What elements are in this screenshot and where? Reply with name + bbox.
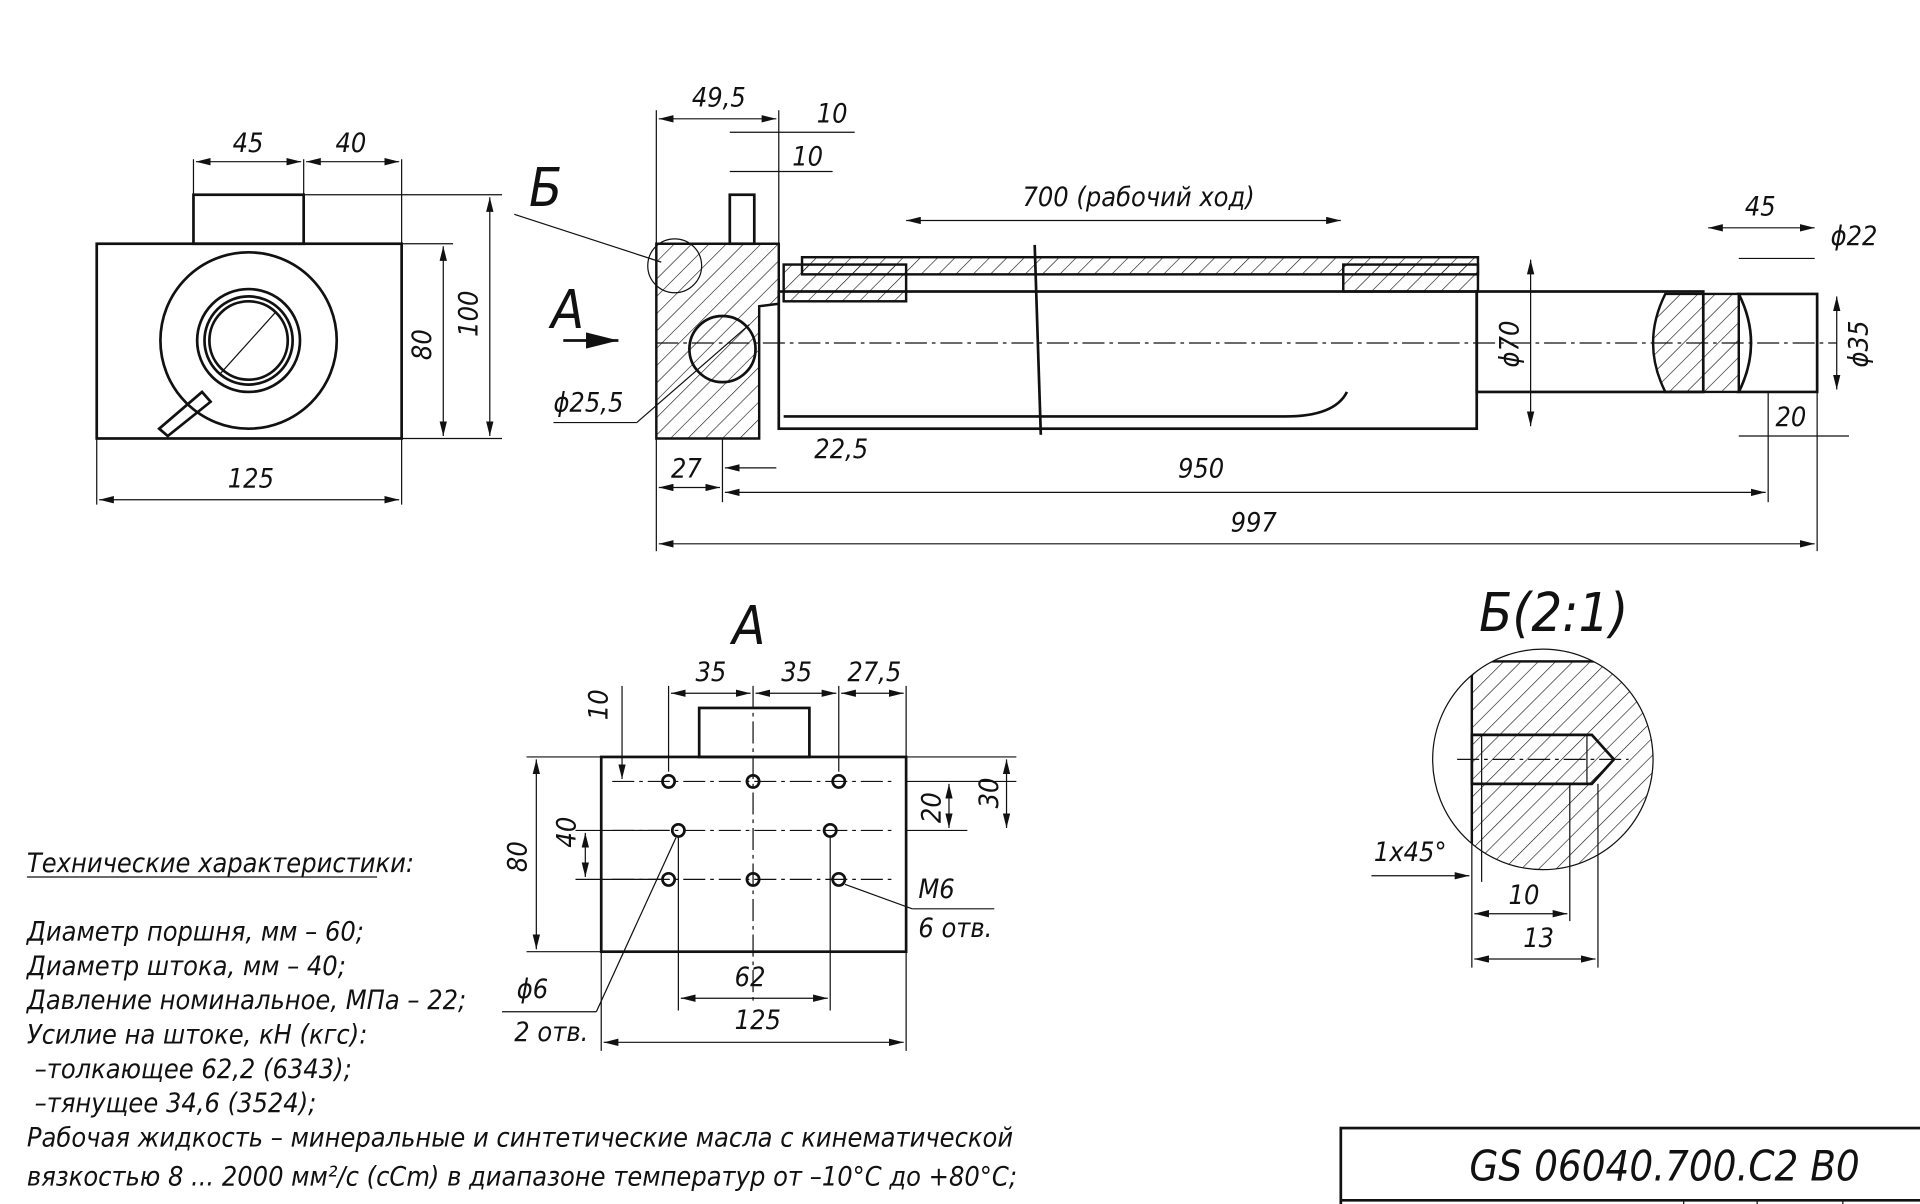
dim-10-detail: 10 bbox=[1509, 880, 1540, 911]
spec-line: –толкающее 62,2 (6343); bbox=[27, 1054, 352, 1085]
dim-997: 997 bbox=[1231, 508, 1278, 539]
title-block: GS 06040.700.C2 B0 bbox=[1339, 1126, 1920, 1204]
section-label-b: Б bbox=[529, 156, 562, 219]
dim-45-rod: 45 bbox=[1745, 192, 1776, 223]
dim-125-view-a: 125 bbox=[735, 1005, 781, 1036]
dim-125: 125 bbox=[228, 463, 274, 494]
dim-27: 27 bbox=[671, 454, 702, 485]
label-phi6-count: 2 отв. bbox=[514, 1017, 588, 1048]
dim-10-a: 10 bbox=[817, 98, 848, 129]
spec-line: Усилие на штоке, кН (кгс): bbox=[27, 1020, 367, 1051]
dim-62: 62 bbox=[735, 962, 766, 993]
dim-stroke: 700 (рабочий ход) bbox=[1022, 182, 1254, 213]
spec-line: Давление номинальное, МПа – 22; bbox=[26, 985, 466, 1016]
detail-b: Б(2:1) 1x45° 10 13 bbox=[1371, 581, 1654, 968]
technical-specs: Технические характеристики: Диаметр порш… bbox=[26, 848, 1017, 1193]
spec-line: Диаметр штока, мм – 40; bbox=[26, 951, 346, 982]
dim-10-b: 10 bbox=[792, 141, 823, 172]
label-m6-count: 6 отв. bbox=[918, 913, 992, 944]
m6-holes bbox=[661, 773, 847, 887]
dim-phi35: ϕ35 bbox=[1843, 321, 1874, 368]
dim-45: 45 bbox=[233, 128, 264, 159]
dim-10-view-a: 10 bbox=[583, 689, 614, 720]
dim-40-view-a: 40 bbox=[552, 817, 583, 848]
dim-35-a: 35 bbox=[696, 657, 727, 688]
spec-line: Диаметр поршня, мм – 60; bbox=[26, 917, 364, 948]
dim-22-5: 22,5 bbox=[814, 434, 868, 465]
dim-phi25-5: ϕ25,5 bbox=[553, 388, 623, 419]
dim-30: 30 bbox=[974, 778, 1005, 809]
dim-950: 950 bbox=[1178, 454, 1224, 485]
spec-line: –тянущее 34,6 (3524); bbox=[27, 1088, 316, 1119]
dim-13: 13 bbox=[1523, 923, 1554, 954]
dim-phi22: ϕ22 bbox=[1831, 221, 1878, 252]
spec-line: вязкостью 8 ... 2000 мм²/с (cCm) в диапа… bbox=[27, 1162, 1017, 1193]
dim-27-5: 27,5 bbox=[847, 657, 901, 688]
dim-40: 40 bbox=[336, 128, 367, 159]
label-m6: М6 bbox=[918, 874, 954, 905]
dim-80: 80 bbox=[407, 329, 438, 360]
main-view: 49,5 10 10 700 (рабочий ход) 45 ϕ22 ϕ70 … bbox=[514, 83, 1877, 552]
dim-80-view-a: 80 bbox=[503, 841, 534, 872]
specs-heading: Технические характеристики: bbox=[27, 848, 414, 879]
dim-20-view-a: 20 bbox=[916, 792, 947, 823]
spec-line: Рабочая жидкость – минеральные и синтети… bbox=[27, 1122, 1013, 1153]
view-a: А 35 35 27,5 10 20 30 40 80 М6 6 отв. ϕ6… bbox=[502, 594, 1017, 1051]
drawing-designation: GS 06040.700.C2 B0 bbox=[1469, 1142, 1859, 1191]
view-a-title: А bbox=[729, 594, 765, 657]
dim-35-b: 35 bbox=[781, 657, 812, 688]
label-phi6: ϕ6 bbox=[517, 974, 548, 1005]
view-arrow-label-a: А bbox=[548, 278, 584, 341]
dim-49-5: 49,5 bbox=[692, 83, 746, 114]
detail-b-title: Б(2:1) bbox=[1479, 581, 1628, 644]
dim-phi70: ϕ70 bbox=[1494, 321, 1525, 368]
dim-chamfer: 1x45° bbox=[1374, 837, 1447, 868]
dim-20-rod: 20 bbox=[1776, 402, 1807, 433]
dim-100: 100 bbox=[454, 291, 485, 337]
side-view: 45 40 80 100 125 bbox=[95, 128, 503, 505]
